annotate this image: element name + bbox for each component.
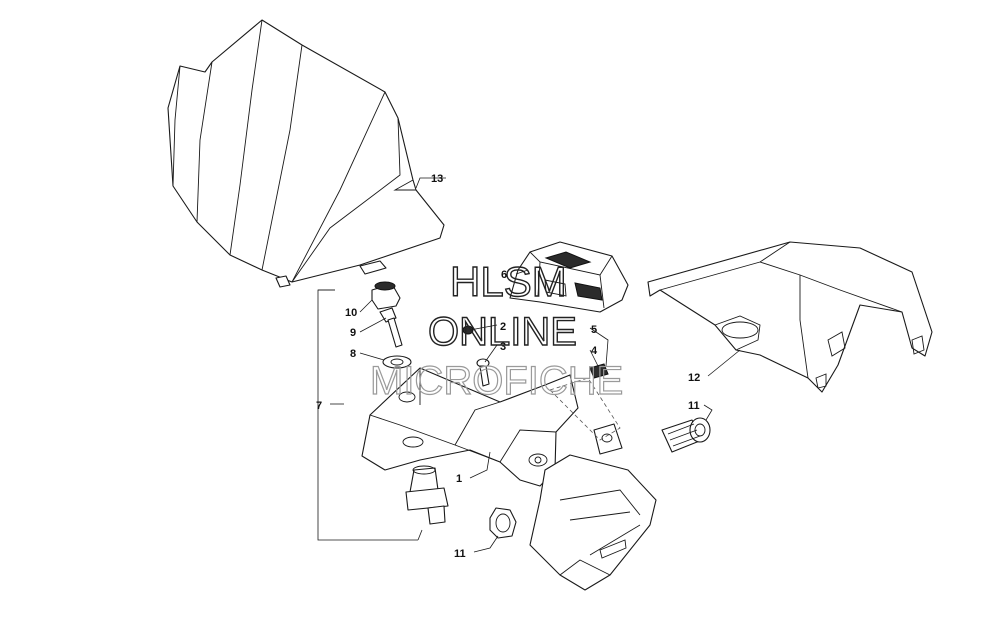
leader-lines: [330, 177, 741, 553]
alignment-guide: [549, 377, 621, 441]
callout-12: 12: [688, 372, 700, 384]
side-cover-part-12[interactable]: [647, 241, 933, 393]
callout-6: 6: [501, 269, 507, 281]
callout-11-lower: 11: [454, 548, 466, 560]
callout-1: 1: [456, 473, 462, 485]
watermark-line-1: HLSM: [450, 258, 567, 305]
callout-13: 13: [431, 173, 443, 185]
socket-bracket[interactable]: [593, 423, 623, 455]
callout-7: 7: [316, 400, 322, 412]
clip-part-4[interactable]: [589, 363, 609, 379]
ignition-switch-body[interactable]: [405, 465, 449, 525]
callout-2: 2: [500, 321, 506, 333]
callout-11-upper: 11: [688, 400, 700, 412]
callout-3: 3: [500, 341, 506, 353]
callout-9: 9: [350, 327, 356, 339]
lock-nut-part-11-lower[interactable]: [489, 507, 517, 539]
windshield-part-13[interactable]: [167, 19, 445, 288]
gauge-pod-part-6[interactable]: [509, 241, 629, 313]
nut-part-3[interactable]: [476, 358, 490, 387]
lower-dash-extension[interactable]: [529, 454, 657, 591]
screw-part-2[interactable]: [462, 325, 474, 335]
callout-4: 4: [591, 345, 598, 357]
power-socket-part-11-upper[interactable]: [661, 417, 711, 453]
ignition-cap-part-10[interactable]: [371, 281, 401, 310]
watermark: HLSM ONLINE MICROFICHE: [369, 257, 624, 403]
watermark-line-3: MICROFICHE: [370, 359, 623, 403]
bezel-ring-part-8[interactable]: [382, 355, 412, 369]
callout-8: 8: [350, 348, 356, 360]
watermark-line-2: ONLINE: [428, 310, 577, 354]
ignition-key-part-9[interactable]: [379, 307, 403, 348]
callout-5: 5: [591, 324, 597, 336]
callout-10: 10: [345, 307, 357, 319]
